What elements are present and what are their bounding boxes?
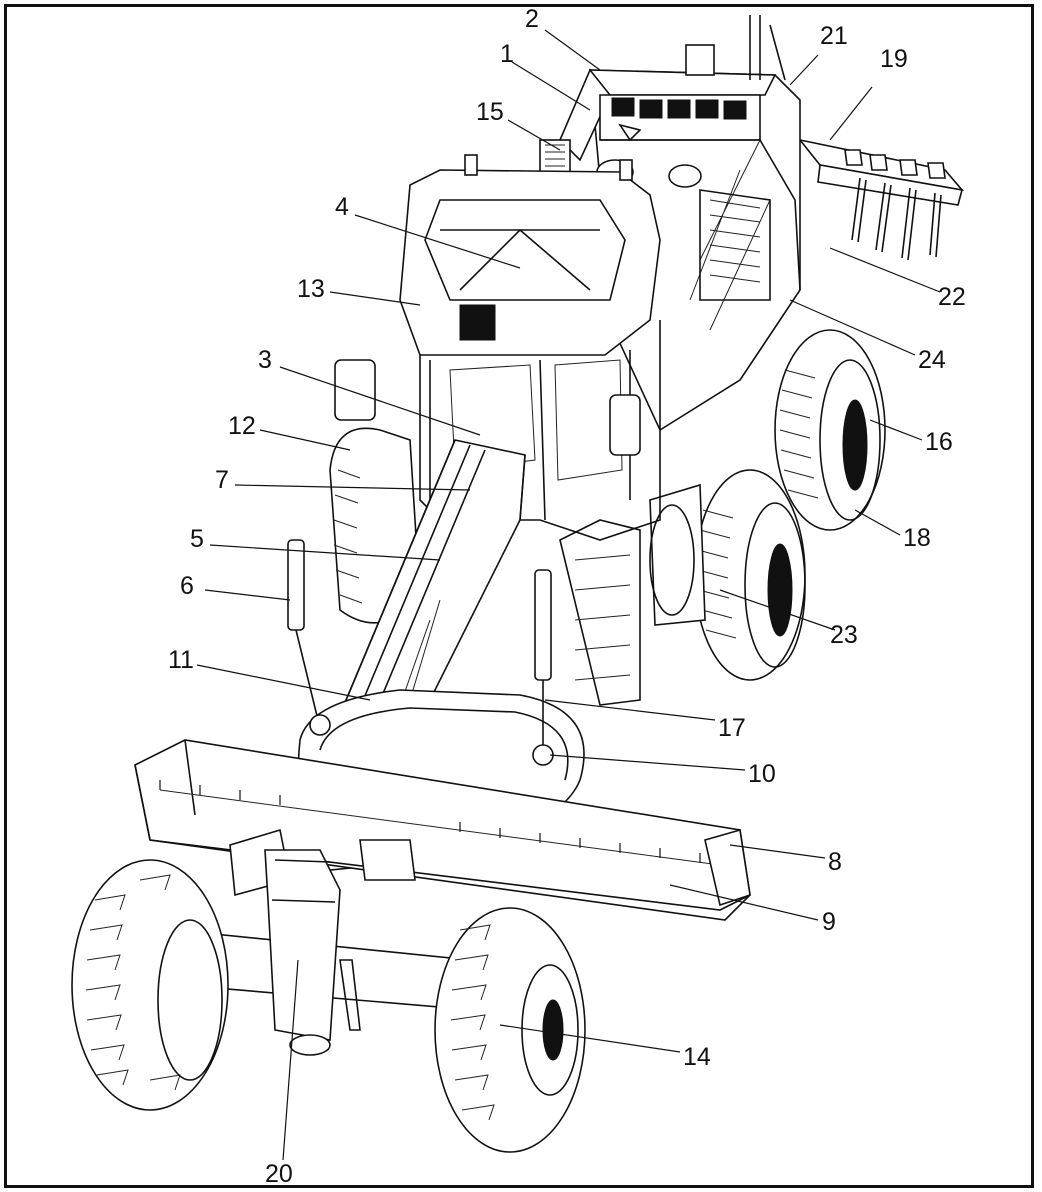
front-axle xyxy=(174,849,476,1056)
circle-and-blade xyxy=(134,689,751,921)
cab xyxy=(334,154,661,706)
label-9: 9 xyxy=(822,908,836,936)
diagram-frame xyxy=(4,4,1034,1188)
label-17: 17 xyxy=(718,714,746,742)
label-13: 13 xyxy=(297,275,325,303)
label-18: 18 xyxy=(903,524,931,552)
label-10: 10 xyxy=(748,760,776,788)
label-1: 1 xyxy=(500,40,514,68)
label-16: 16 xyxy=(925,428,953,456)
engine-hood xyxy=(539,15,801,432)
label-12: 12 xyxy=(228,412,256,440)
front-right-wheel xyxy=(434,907,586,1153)
label-8: 8 xyxy=(828,848,842,876)
label-23: 23 xyxy=(830,621,858,649)
lift-cylinders xyxy=(287,539,554,766)
label-14: 14 xyxy=(683,1043,711,1071)
callout-labels: 1 2 3 4 5 6 7 8 9 10 11 12 13 14 15 16 1… xyxy=(168,5,966,1188)
label-15: 15 xyxy=(476,98,504,126)
leader-lines xyxy=(196,29,941,1161)
label-24: 24 xyxy=(918,346,946,374)
rear-tandem-wheels xyxy=(649,329,886,681)
label-19: 19 xyxy=(880,45,908,73)
label-21: 21 xyxy=(820,22,848,50)
label-11: 11 xyxy=(168,646,194,674)
label-5: 5 xyxy=(190,525,204,553)
label-6: 6 xyxy=(180,572,194,600)
rear-ripper xyxy=(797,138,965,261)
label-4: 4 xyxy=(335,193,349,221)
label-7: 7 xyxy=(215,466,229,494)
label-22: 22 xyxy=(938,283,966,311)
left-rear-wheel xyxy=(329,427,421,624)
label-3: 3 xyxy=(258,346,272,374)
front-left-wheel xyxy=(71,859,229,1111)
label-20: 20 xyxy=(265,1160,293,1188)
label-2: 2 xyxy=(525,5,539,33)
